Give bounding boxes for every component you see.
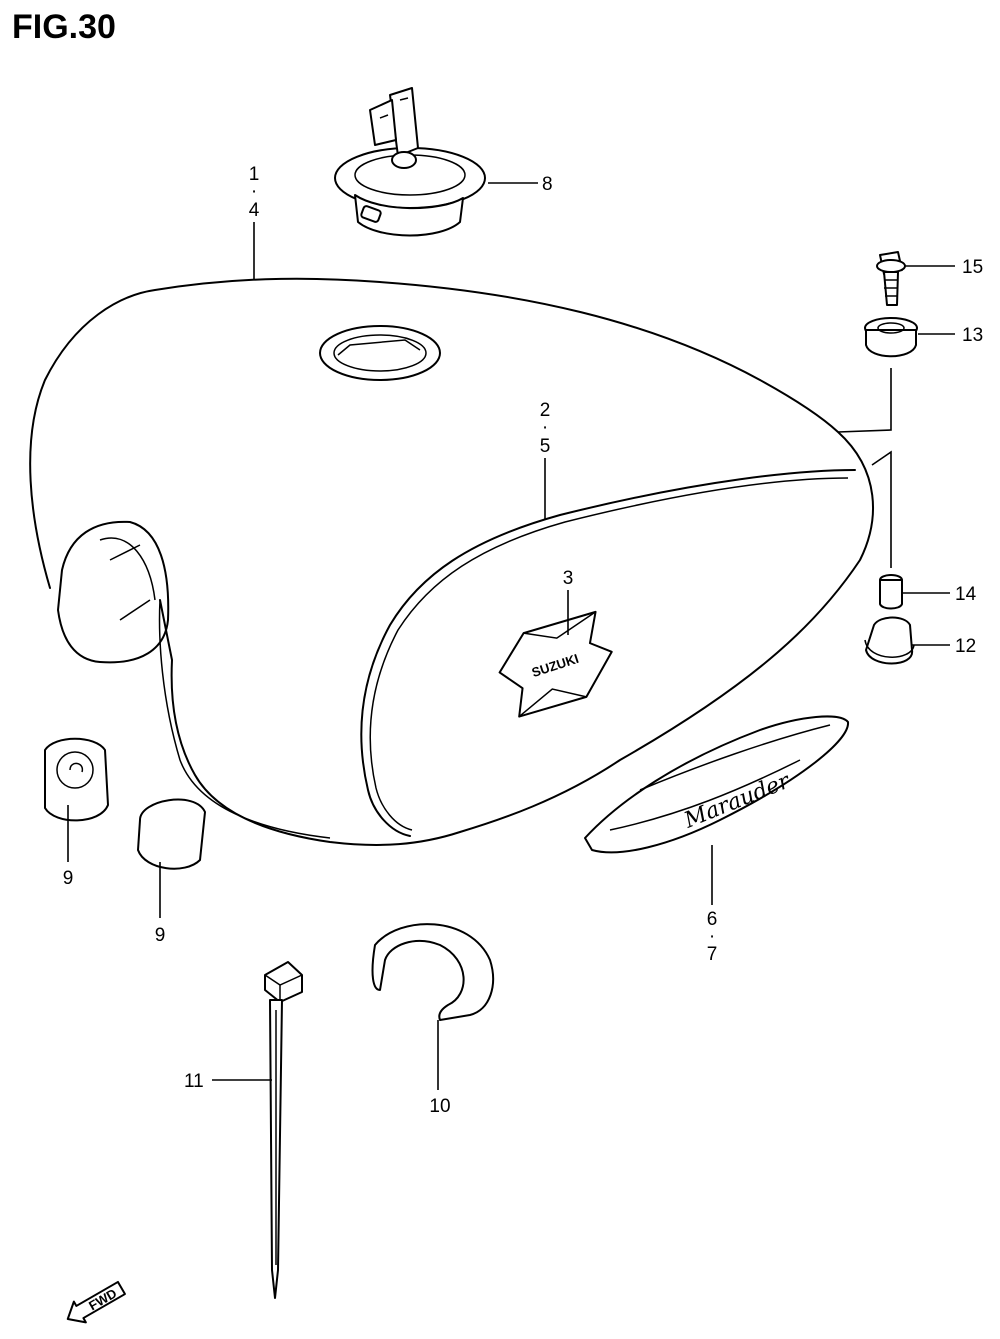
- svg-text:·: ·: [251, 181, 257, 202]
- callout-15: 15: [962, 257, 983, 278]
- callout-8: 8: [542, 174, 553, 195]
- fuel-cap: [334, 87, 486, 237]
- svg-text:5: 5: [540, 436, 551, 457]
- suzuki-tank-emblem: SUZUKI: [498, 610, 613, 718]
- callout-10: 10: [429, 1096, 450, 1117]
- mounting-grommet-upper: [864, 317, 918, 358]
- svg-text:4: 4: [249, 200, 260, 221]
- svg-text:·: ·: [709, 926, 715, 947]
- leader-lines: [67, 182, 955, 1090]
- forward-direction-arrow: FWD: [66, 1280, 126, 1324]
- spacer-collar: [879, 574, 903, 610]
- callout-9b: 9: [155, 925, 166, 946]
- callout-6-7: 6 · 7: [707, 909, 718, 965]
- svg-text:2: 2: [540, 400, 551, 421]
- callout-3: 3: [563, 568, 574, 589]
- tank-cushion-left: [44, 737, 109, 822]
- cable-tie: [264, 961, 303, 1299]
- svg-text:6: 6: [707, 909, 718, 930]
- svg-text:1: 1: [249, 164, 260, 185]
- mounting-bolt: [876, 251, 906, 306]
- ignition-key: [369, 87, 419, 169]
- filler-neck-opening: [319, 325, 441, 381]
- callout-11: 11: [184, 1071, 204, 1092]
- svg-text:7: 7: [707, 944, 718, 965]
- mounting-cushion-lower: [864, 616, 915, 665]
- marauder-side-badge: Marauder: [584, 715, 850, 854]
- figure-title: FIG.30: [12, 8, 116, 46]
- callout-1-4: 1 · 4: [249, 164, 260, 221]
- callout-12: 12: [955, 636, 976, 657]
- callout-14: 14: [955, 584, 977, 605]
- tank-rear-cutout: [57, 520, 170, 664]
- svg-text:·: ·: [542, 417, 548, 438]
- tank-logo-text: SUZUKI: [530, 651, 581, 680]
- callout-labels: 1 · 4 2 · 5 3 6 · 7 8 9 9 10 11 12 13 14…: [63, 164, 983, 1117]
- tank-cushion-center: [137, 798, 206, 870]
- callout-2-5: 2 · 5: [540, 400, 551, 457]
- callout-9a: 9: [63, 868, 74, 889]
- hose-clamp: [371, 923, 495, 1021]
- callout-13: 13: [962, 325, 983, 346]
